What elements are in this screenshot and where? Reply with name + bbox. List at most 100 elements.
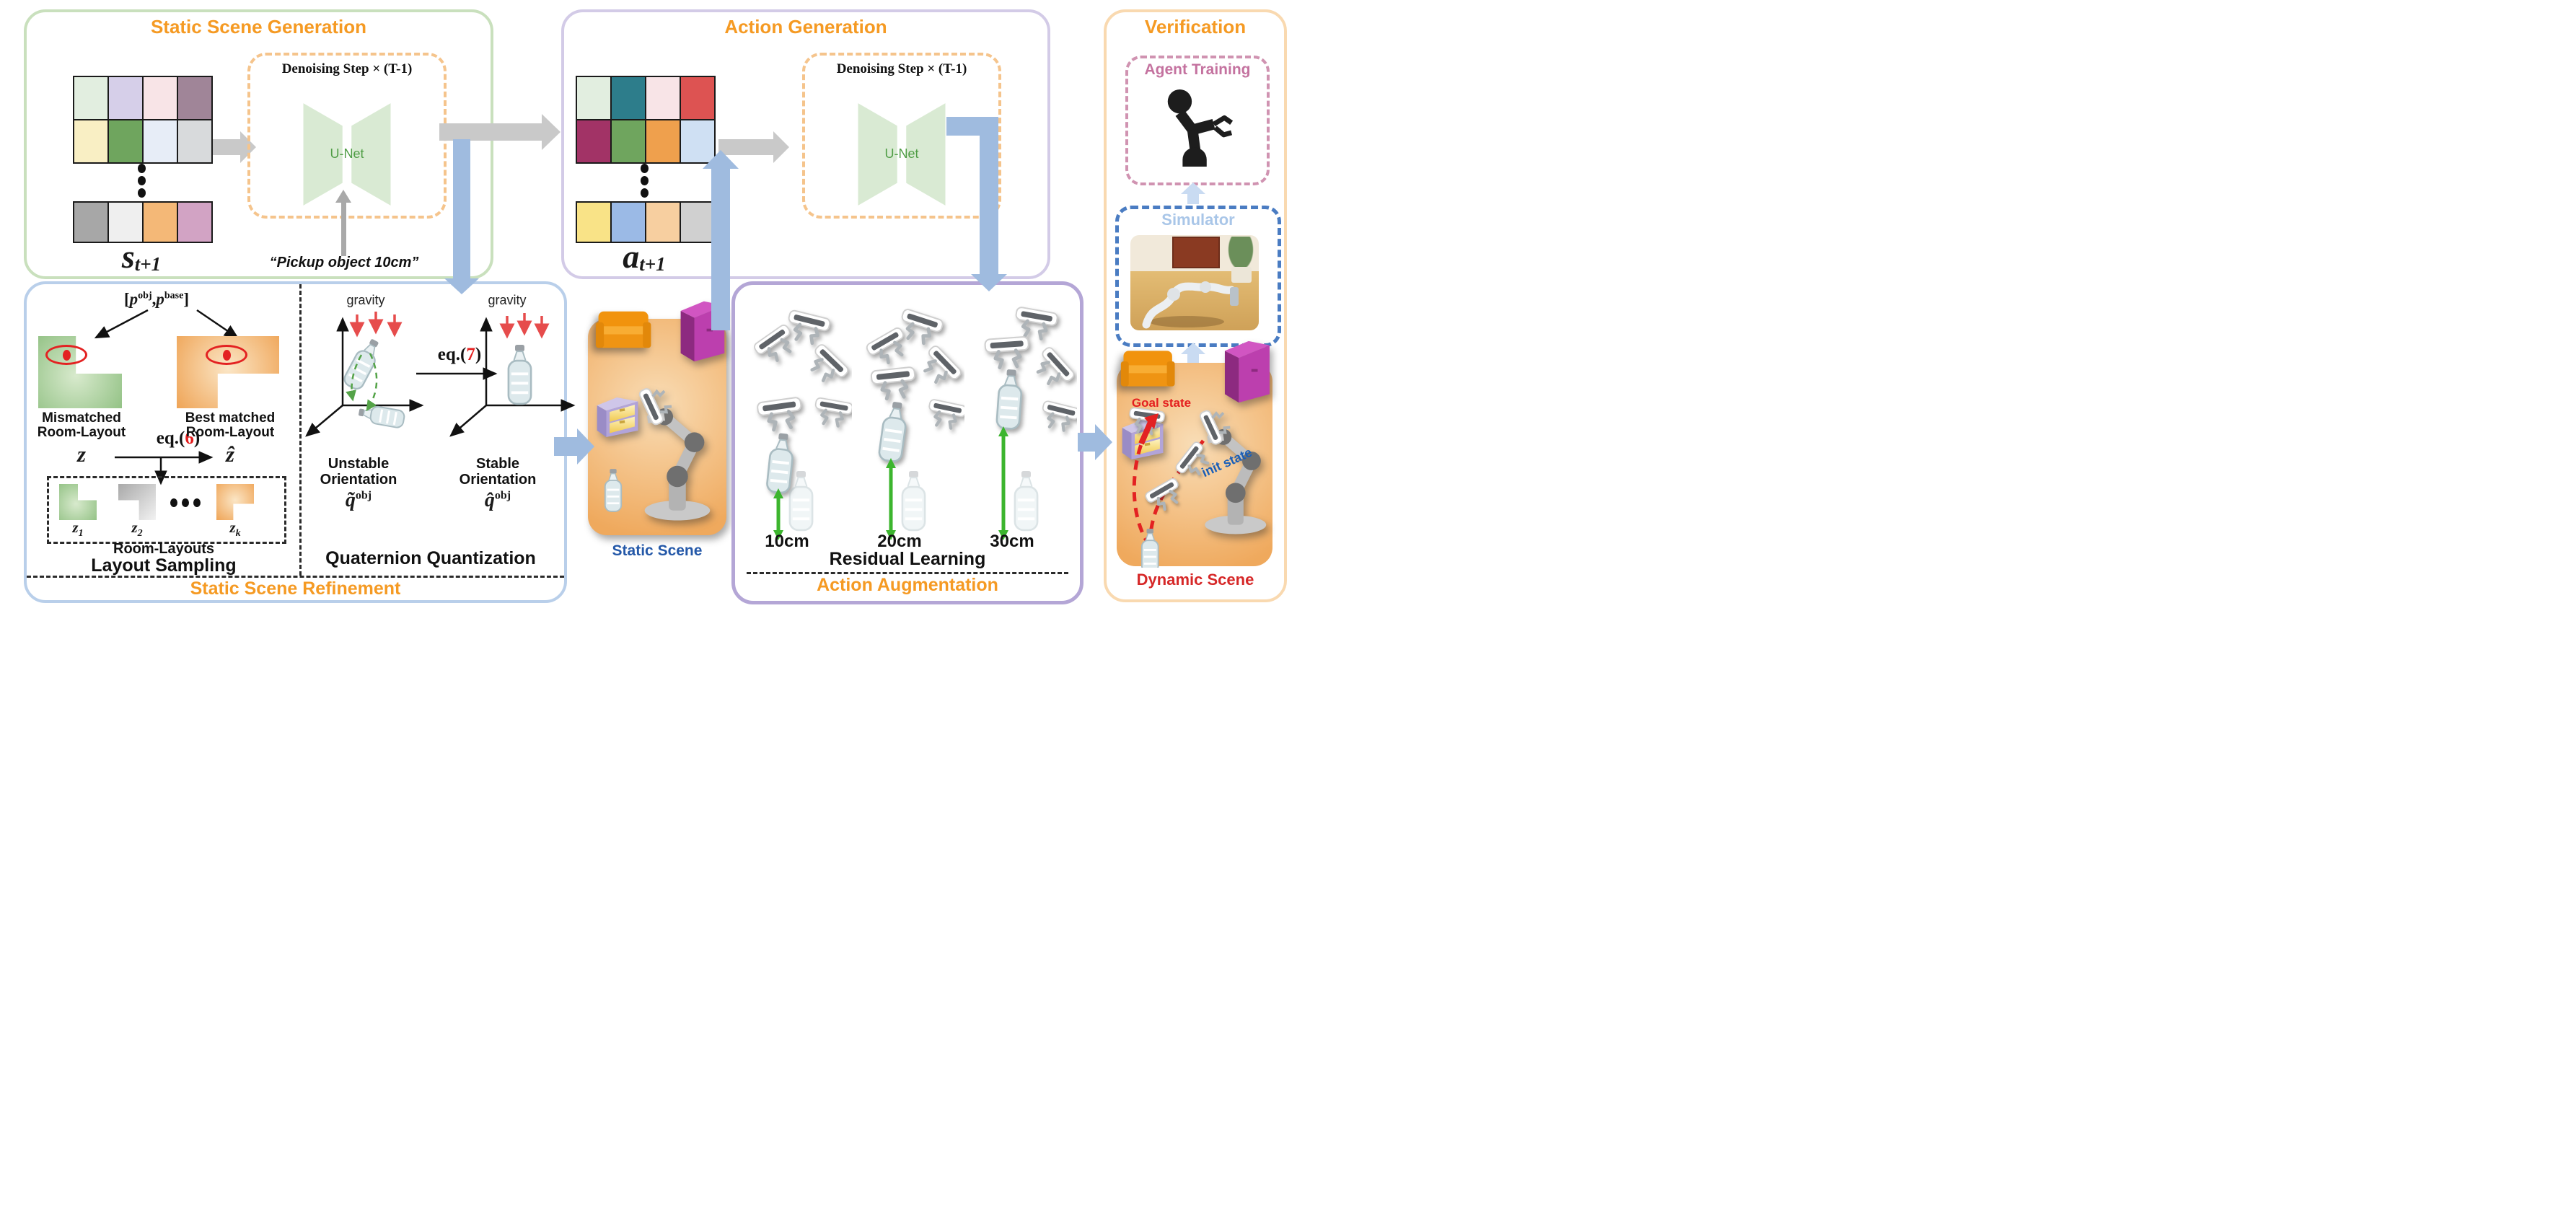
arrow-action-to-residual-v — [980, 117, 998, 274]
z1-label: z1 — [72, 519, 84, 540]
wardrobe-icon — [1224, 340, 1270, 403]
grid-cell — [612, 77, 645, 119]
simulator-box: Simulator — [1115, 206, 1281, 347]
q-tilde-label: q̃obj — [345, 489, 372, 511]
arrow-scene-to-refinement-head — [444, 278, 479, 294]
grid-cell — [612, 203, 645, 242]
unstable-orientation-diagram — [305, 312, 424, 437]
mismatched-caption: Mismatched Room-Layout — [37, 410, 126, 440]
eq6-label: eq.(6) — [156, 428, 201, 448]
simulator-label: Simulator — [1161, 211, 1235, 229]
panel-action-generation: Action Generation at+1 Denoising Step × … — [561, 9, 1050, 279]
static-scene-label: Static Scene — [612, 542, 703, 559]
bottle-icon — [604, 469, 623, 512]
grid-cell — [74, 77, 107, 119]
height-label-30cm: 30cm — [990, 532, 1034, 547]
unet-label: U-Net — [330, 146, 364, 161]
photo-robot-arm — [1142, 281, 1239, 329]
room-layouts-box: z1 z2 zk — [47, 476, 286, 544]
quaternion-quantization-title: Quaternion Quantization — [325, 548, 536, 568]
unstable-caption: Unstable Orientation — [320, 456, 397, 488]
arrow-prompt-to-unet-head — [335, 190, 351, 203]
grid-cell — [144, 77, 177, 119]
zk-label: zk — [229, 519, 241, 540]
arrow-residual-to-dynamic — [1078, 433, 1095, 452]
arrow-prompt-to-unet — [341, 201, 346, 256]
arrow-refinement-to-scene-head — [577, 428, 594, 465]
residual-divider-dashed — [747, 572, 1068, 574]
arrow-action-to-residual-head — [971, 274, 1007, 291]
arrow-residual-to-dynamic-head — [1095, 424, 1112, 460]
action-grid-top — [576, 76, 716, 164]
grid-cell — [109, 203, 142, 242]
arrow-staticscene-to-action — [711, 167, 730, 330]
text-prompt: “Pickup object 10cm” — [269, 255, 419, 270]
arrow-sim-to-agent — [1187, 194, 1199, 204]
room-layouts-caption: Room-Layouts — [113, 541, 214, 557]
grid-cell — [144, 203, 177, 242]
horizontal-ellipsis — [162, 494, 209, 511]
vertical-ellipsis — [576, 162, 713, 199]
divider-vertical-dashed — [299, 284, 302, 576]
layout-z2-shape — [118, 484, 156, 520]
denoising-box: Denoising Step × (T-1) U-Net — [802, 53, 1001, 219]
grid-cell — [577, 203, 610, 242]
denoising-label: Denoising Step × (T-1) — [281, 61, 413, 76]
state-grid-bottom — [73, 201, 213, 243]
robot-agent-icon — [1159, 83, 1236, 177]
residual-group-20cm: 20cm — [862, 304, 964, 547]
vertical-ellipsis — [73, 162, 210, 199]
layout-sampling-title: Layout Sampling — [91, 555, 237, 576]
gravity-label-right: gravity — [488, 293, 527, 307]
grid-cell — [109, 120, 142, 162]
photo-plant-pot — [1231, 267, 1252, 283]
simulator-photo — [1130, 235, 1259, 330]
eq7-label: eq.(7) — [437, 345, 482, 364]
pose-marker-green — [45, 345, 87, 365]
state-label: st+1 — [121, 238, 162, 276]
eq6-down-arrow — [154, 457, 167, 485]
photo-cabinet — [1172, 237, 1220, 268]
arrow-sim-to-agent-head — [1181, 182, 1205, 194]
height-label-20cm: 20cm — [877, 532, 921, 547]
unet-icon — [858, 103, 946, 206]
trajectory-overlay — [1117, 402, 1225, 568]
agent-training-box: Agent Training — [1125, 56, 1270, 185]
divider-horizontal-dashed — [27, 576, 564, 578]
panel-verification: Verification Agent Training Simulator — [1104, 9, 1287, 602]
gravity-label-left: gravity — [346, 293, 385, 307]
denoising-label: Denoising Step × (T-1) — [836, 61, 967, 76]
grid-cell — [178, 120, 211, 162]
grid-cell — [612, 120, 645, 162]
panel-title: Static Scene Generation — [150, 16, 367, 38]
grid-cell — [74, 203, 107, 242]
goal-state-label: Goal state — [1131, 396, 1192, 410]
z2-label: z2 — [131, 519, 143, 540]
grid-cell — [109, 77, 142, 119]
grid-cell — [74, 120, 107, 162]
z-hat-label: ẑ — [225, 441, 235, 467]
panel-title: Action Generation — [724, 16, 887, 38]
pose-vector-label: [pobj,pbase] — [124, 290, 189, 308]
grid-cell — [646, 120, 680, 162]
layout-zk-shape — [216, 484, 254, 520]
grid-cell — [681, 203, 714, 242]
arrow-refinement-to-scene — [554, 437, 577, 456]
grid-cell — [577, 120, 610, 162]
stable-caption: Stable Orientation — [459, 456, 537, 488]
q-hat-label: q̂obj — [484, 489, 511, 511]
pose-annotation-arrows — [94, 309, 239, 339]
action-label: at+1 — [623, 238, 666, 276]
layout-z1-shape — [59, 484, 97, 520]
grid-cell — [144, 120, 177, 162]
dynamic-scene-label: Dynamic Scene — [1136, 571, 1254, 589]
arrow-action-to-unet-head — [773, 131, 789, 163]
denoising-box: Denoising Step × (T-1) U-Net — [247, 53, 447, 219]
arrow-state-to-unet — [213, 139, 240, 155]
panel-static-scene-generation: Static Scene Generation st+1 Denoising S… — [24, 9, 493, 279]
residual-group-10cm: 10cm — [749, 304, 852, 547]
residual-group-30cm: 30cm — [975, 304, 1077, 547]
grid-cell — [178, 77, 211, 119]
grid-cell — [681, 77, 714, 119]
panel-static-scene-refinement: Static Scene Refinement [pobj,pbase] Mis… — [24, 281, 576, 603]
